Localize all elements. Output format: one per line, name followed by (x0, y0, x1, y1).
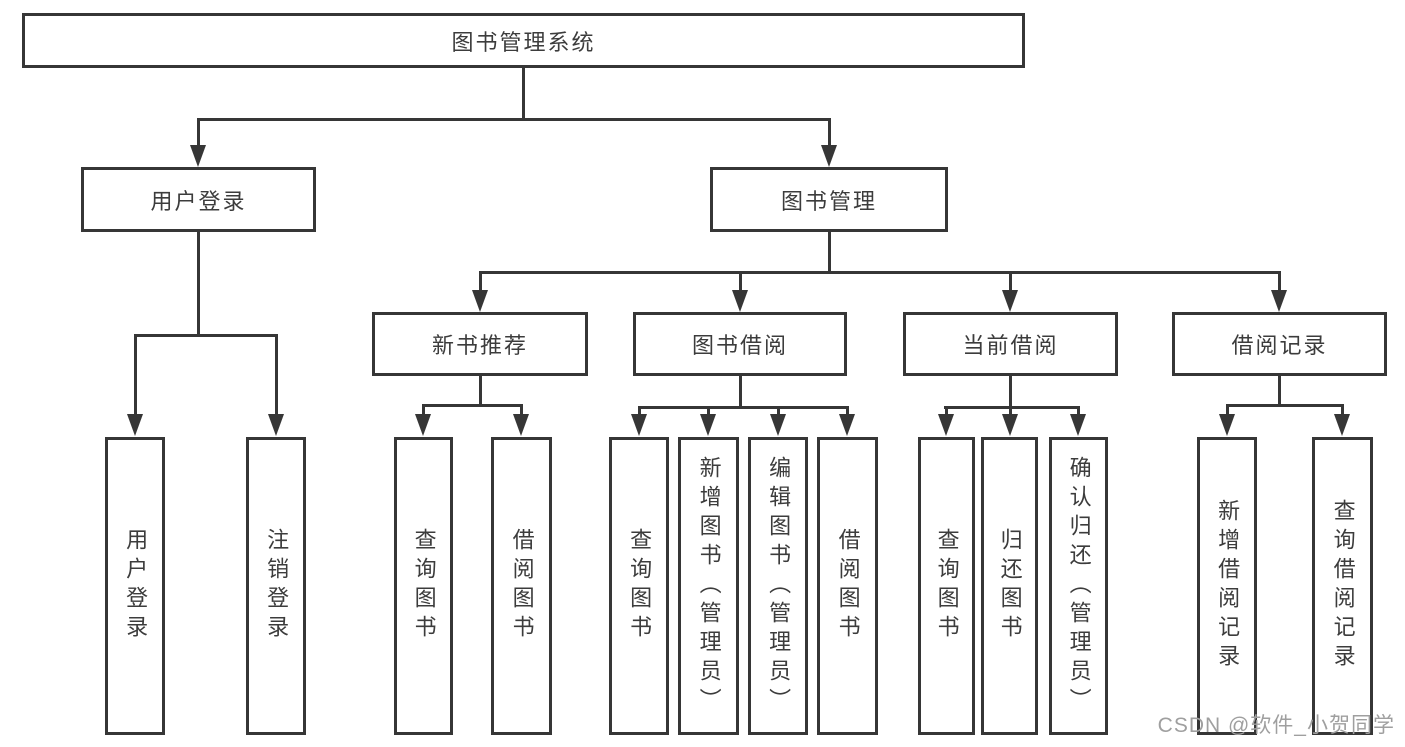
leaf-label: 归还图书 (997, 528, 1023, 644)
node-label: 图书管理 (780, 188, 877, 214)
leaf-label: 注销登录 (264, 528, 290, 644)
leaf-query-books-current: 查询图书 (918, 437, 975, 735)
arrowhead-down-icon (1002, 290, 1018, 312)
leaf-query-borrow-record: 查询借阅记录 (1312, 437, 1373, 735)
node-label: 用户登录 (150, 188, 247, 214)
leaf-label: 确认归还（管理员） (1066, 455, 1092, 717)
connector-hline (1226, 404, 1344, 407)
connector-hline (197, 118, 831, 121)
node-library-management-system: 图书管理系统 (22, 13, 1025, 68)
leaf-query-books-borrowing: 查询图书 (609, 437, 669, 735)
arrowhead-down-icon (472, 290, 488, 312)
leaf-label: 编辑图书（管理员） (766, 455, 792, 717)
connector-vline (846, 406, 849, 418)
connector-vline (479, 376, 482, 407)
connector-vline (1009, 406, 1012, 418)
node-current-borrowing: 当前借阅 (903, 312, 1118, 376)
leaf-label: 查询借阅记录 (1330, 499, 1356, 673)
arrowhead-down-icon (700, 414, 716, 436)
connector-vline (1226, 404, 1229, 418)
node-label: 当前借阅 (962, 333, 1059, 358)
node-new-book-recommend: 新书推荐 (372, 312, 588, 376)
arrowhead-down-icon (513, 414, 529, 436)
arrowhead-down-icon (1070, 414, 1086, 436)
arrowhead-down-icon (1002, 414, 1018, 436)
connector-vline (1278, 376, 1281, 407)
connector-vline (1341, 404, 1344, 418)
connector-vline (520, 404, 523, 418)
leaf-label: 查询图书 (411, 528, 437, 644)
node-label: 借阅记录 (1231, 333, 1328, 358)
connector-vline (422, 404, 425, 418)
leaf-confirm-return-admin: 确认归还（管理员） (1049, 437, 1108, 735)
leaf-label: 新增图书（管理员） (696, 455, 722, 717)
node-label: 图书借阅 (691, 333, 788, 358)
arrowhead-down-icon (1219, 414, 1235, 436)
connector-vline (522, 68, 525, 121)
connector-vline (828, 232, 831, 274)
connector-hline (944, 406, 1080, 409)
arrowhead-down-icon (770, 414, 786, 436)
node-book-borrowing: 图书借阅 (633, 312, 847, 376)
connector-vline (134, 334, 137, 416)
connector-vline (275, 334, 278, 416)
connector-vline (828, 118, 831, 148)
connector-hline (479, 271, 1281, 274)
leaf-label: 新增借阅记录 (1215, 499, 1241, 673)
leaf-logout: 注销登录 (246, 437, 306, 735)
leaf-borrow-books-recommend: 借阅图书 (491, 437, 552, 735)
arrowhead-down-icon (127, 414, 143, 436)
connector-vline (1009, 376, 1012, 409)
leaf-edit-book-admin: 编辑图书（管理员） (748, 437, 808, 735)
arrowhead-down-icon (821, 145, 837, 167)
connector-vline (197, 118, 200, 148)
node-user-login: 用户登录 (81, 167, 316, 232)
leaf-label: 用户登录 (123, 528, 149, 644)
arrowhead-down-icon (190, 145, 206, 167)
connector-hline (134, 334, 278, 337)
arrowhead-down-icon (631, 414, 647, 436)
leaf-label: 查询图书 (934, 528, 960, 644)
node-label: 新书推荐 (431, 333, 528, 358)
watermark-text: CSDN @软件_小贺同学 (1157, 714, 1395, 737)
node-label: 图书管理系统 (451, 29, 596, 55)
connector-vline (1009, 271, 1012, 293)
connector-hline (422, 404, 523, 407)
connector-vline (638, 406, 641, 418)
arrowhead-down-icon (268, 414, 284, 436)
connector-vline (707, 406, 710, 418)
leaf-add-book-admin: 新增图书（管理员） (678, 437, 739, 735)
leaf-borrow-books-borrowing: 借阅图书 (817, 437, 878, 735)
connector-vline (197, 232, 200, 337)
arrowhead-down-icon (938, 414, 954, 436)
arrowhead-down-icon (415, 414, 431, 436)
arrowhead-down-icon (1334, 414, 1350, 436)
leaf-label: 借阅图书 (509, 528, 535, 644)
connector-hline (638, 406, 848, 409)
leaf-add-borrow-record: 新增借阅记录 (1197, 437, 1257, 735)
leaf-label: 查询图书 (627, 528, 653, 644)
connector-vline (479, 271, 482, 293)
leaf-label: 借阅图书 (835, 528, 861, 644)
connector-vline (1077, 406, 1080, 418)
arrowhead-down-icon (732, 290, 748, 312)
connector-vline (739, 271, 742, 293)
connector-vline (739, 376, 742, 409)
arrowhead-down-icon (1271, 290, 1287, 312)
arrowhead-down-icon (839, 414, 855, 436)
leaf-query-books-recommend: 查询图书 (394, 437, 453, 735)
connector-vline (1278, 271, 1281, 293)
node-book-management: 图书管理 (710, 167, 948, 232)
node-borrowing-records: 借阅记录 (1172, 312, 1387, 376)
connector-vline (777, 406, 780, 418)
leaf-user-login: 用户登录 (105, 437, 165, 735)
leaf-return-books: 归还图书 (981, 437, 1038, 735)
connector-vline (945, 406, 948, 418)
